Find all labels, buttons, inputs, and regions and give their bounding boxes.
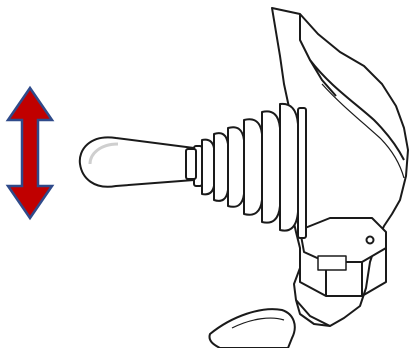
base-foot [209,309,294,348]
up-down-arrow-icon [8,88,52,218]
lever-handle [80,137,196,186]
bellows-boot [194,104,306,238]
